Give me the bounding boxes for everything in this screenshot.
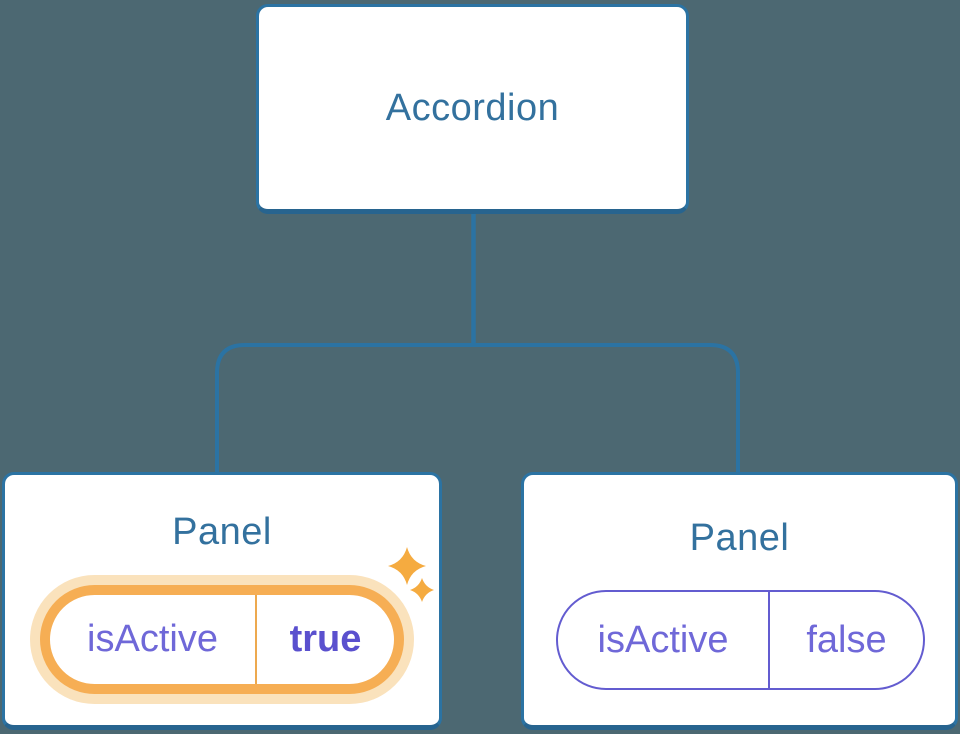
sparkle-icon-small [410,578,434,602]
accordion-node: Accordion [256,4,689,214]
panel-title: Panel [172,511,272,553]
panel-title: Panel [689,517,790,559]
pill-divider [255,595,257,684]
pill-divider [768,592,770,688]
state-pill-active: isActive true [40,585,404,694]
state-key-label: isActive [87,618,218,660]
panel-node-inactive: Panel isActive false [521,472,958,730]
state-key-label: isActive [597,618,729,661]
state-value-label: false [806,618,887,661]
connector-branch [215,343,740,472]
state-value-label: true [289,618,362,660]
panel-node-active: Panel isActive true [2,472,442,730]
state-pill-inactive: isActive false [556,590,925,690]
accordion-node-label: Accordion [385,86,560,129]
